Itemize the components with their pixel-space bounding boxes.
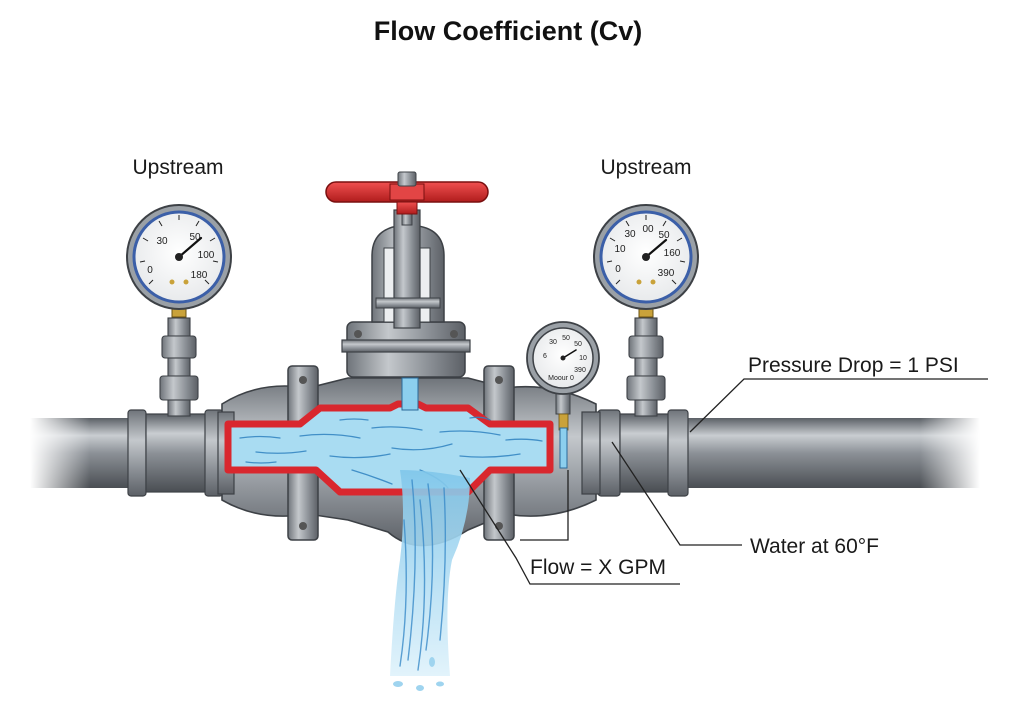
small-gauge-tick-label: 50 — [562, 335, 570, 342]
page-title: Flow Coefficient (Cv) — [374, 16, 643, 46]
small-gauge-tick-label: 10 — [579, 355, 587, 362]
pressure-drop-label: Pressure Drop = 1 PSI — [748, 354, 959, 377]
right-gauge-tick-label: 160 — [664, 248, 681, 259]
right-pipe-coupling — [597, 409, 689, 497]
right-gauge-tick-label: 50 — [658, 230, 670, 241]
left-pipe-coupling — [127, 409, 224, 497]
small-gauge-tick-label: 390 — [574, 367, 586, 374]
left-pressure-gauge: 0 30 50 100 180 — [126, 204, 232, 417]
right-gauge-tick-label: 390 — [658, 268, 675, 279]
right-pressure-gauge: 0 10 30 00 50 160 390 — [593, 204, 699, 417]
small-pressure-gauge: 30 50 50 6 10 390 Moour 0 — [526, 321, 600, 469]
leader-lines — [459, 378, 988, 585]
small-gauge-tick-label: 50 — [574, 341, 582, 348]
left-gauge-tick-label: 50 — [189, 232, 201, 243]
right-gauge-tick-label: 00 — [642, 224, 654, 235]
right-gauge-tick-label: 30 — [624, 229, 636, 240]
left-gauge-tick-label: 30 — [156, 236, 168, 247]
small-gauge-tick-label: 30 — [549, 339, 557, 346]
upstream-label-right: Upstream — [600, 156, 691, 179]
right-gauge-tick-label: 0 — [615, 264, 621, 275]
left-gauge-tick-label: 180 — [191, 270, 208, 281]
small-gauge-tick-label: 6 — [543, 353, 547, 360]
left-gauge-tick-label: 100 — [198, 250, 215, 261]
water-temp-label: Water at 60°F — [750, 535, 879, 558]
left-gauge-tick-label: 0 — [147, 265, 153, 276]
right-gauge-tick-label: 10 — [614, 244, 626, 255]
water-outflow — [390, 470, 470, 691]
flow-label: Flow = X GPM — [530, 556, 666, 579]
handwheel[interactable] — [325, 171, 489, 215]
upstream-label-left: Upstream — [132, 156, 223, 179]
small-gauge-caption: Moour 0 — [548, 375, 574, 382]
